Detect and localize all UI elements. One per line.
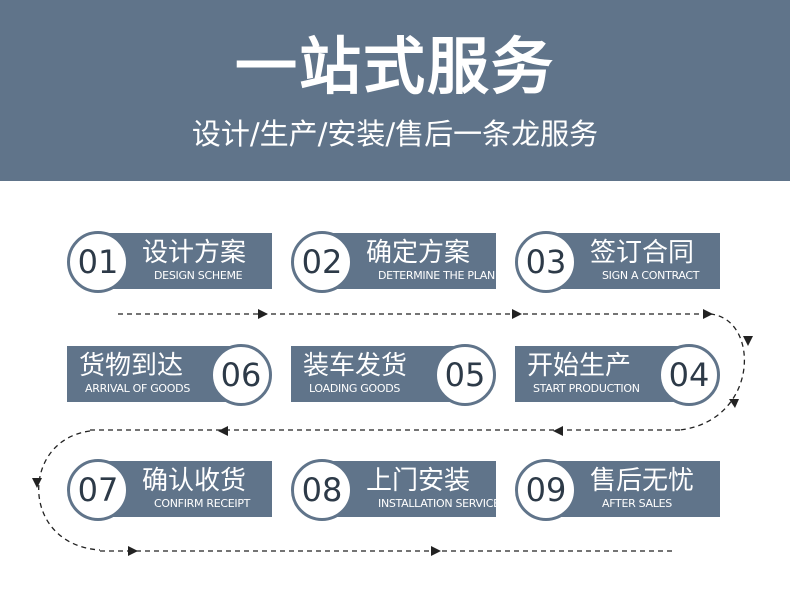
step-title-en: ARRIVAL OF GOODS bbox=[85, 382, 191, 395]
step-number: 05 bbox=[444, 356, 486, 394]
step-number-badge: 07 bbox=[67, 459, 129, 521]
step-title-en: LOADING GOODS bbox=[309, 382, 401, 395]
arrow-head bbox=[743, 336, 753, 346]
arrow-head bbox=[729, 399, 739, 408]
arrow-head bbox=[431, 546, 441, 556]
step-number: 03 bbox=[525, 243, 567, 281]
step-title-en: INSTALLATION SERVICES bbox=[378, 497, 507, 510]
step-number-badge: 05 bbox=[434, 344, 496, 406]
step-title-en: CONFIRM RECEIPT bbox=[154, 497, 251, 510]
step-title-en: DETERMINE THE PLAN bbox=[378, 269, 495, 282]
step-05: 装车发货 LOADING GOODS 05 bbox=[291, 344, 496, 406]
step-02: 确定方案 DETERMINE THE PLAN 02 bbox=[291, 231, 496, 293]
step-08: 上门安装 INSTALLATION SERVICES 08 bbox=[291, 459, 507, 521]
step-title-cn: 确定方案 bbox=[366, 238, 471, 268]
step-title-cn: 装车发货 bbox=[303, 351, 408, 381]
header-banner: 一站式服务 设计/生产/安装/售后一条龙服务 bbox=[0, 0, 790, 181]
step-title-en: AFTER SALES bbox=[602, 497, 672, 510]
step-07: 确认收货 CONFIRM RECEIPT 07 bbox=[67, 459, 272, 521]
page-subtitle: 设计/生产/安装/售后一条龙服务 bbox=[191, 117, 599, 151]
step-number-badge: 04 bbox=[658, 344, 720, 406]
step-title-cn: 货物到达 bbox=[79, 351, 184, 381]
step-title-en: START PRODUCTION bbox=[533, 382, 640, 395]
step-title-cn: 设计方案 bbox=[142, 238, 247, 268]
step-number-badge: 03 bbox=[515, 231, 577, 293]
step-number-badge: 06 bbox=[210, 344, 272, 406]
step-06: 货物到达 ARRIVAL OF GOODS 06 bbox=[67, 344, 272, 406]
step-number: 02 bbox=[301, 243, 343, 281]
step-number: 01 bbox=[77, 243, 119, 281]
arrow-head bbox=[703, 309, 713, 319]
step-title-cn: 售后无忧 bbox=[590, 466, 695, 496]
arrow-head bbox=[512, 309, 522, 319]
step-title-cn: 上门安装 bbox=[366, 466, 471, 496]
step-title-en: DESIGN SCHEME bbox=[154, 269, 243, 282]
step-title-cn: 确认收货 bbox=[142, 466, 247, 496]
step-03: 签订合同 SIGN A CONTRACT 03 bbox=[515, 231, 720, 293]
step-number-badge: 02 bbox=[291, 231, 353, 293]
step-card: 签订合同 SIGN A CONTRACT bbox=[540, 233, 720, 289]
page-title: 一站式服务 bbox=[234, 30, 555, 103]
step-number: 04 bbox=[668, 356, 710, 394]
step-number-badge: 01 bbox=[67, 231, 129, 293]
step-09: 售后无忧 AFTER SALES 09 bbox=[515, 459, 720, 521]
step-number: 06 bbox=[220, 356, 262, 394]
step-number: 07 bbox=[77, 471, 119, 509]
step-title-en: SIGN A CONTRACT bbox=[602, 269, 700, 282]
step-number: 08 bbox=[301, 471, 343, 509]
arrow-head bbox=[32, 478, 42, 488]
step-number: 09 bbox=[525, 471, 567, 509]
arrow-head bbox=[218, 426, 228, 436]
arrow-head bbox=[128, 546, 138, 556]
flow-curve-right bbox=[679, 313, 746, 431]
flow-curve-left bbox=[38, 430, 101, 551]
step-01: 设计方案 DESIGN SCHEME 01 bbox=[67, 231, 272, 293]
step-04: 开始生产 START PRODUCTION 04 bbox=[515, 344, 720, 406]
step-title-cn: 签订合同 bbox=[590, 238, 695, 268]
step-title-cn: 开始生产 bbox=[527, 351, 632, 381]
arrow-head bbox=[553, 426, 563, 436]
step-number-badge: 08 bbox=[291, 459, 353, 521]
arrow-head bbox=[258, 309, 268, 319]
step-number-badge: 09 bbox=[515, 459, 577, 521]
